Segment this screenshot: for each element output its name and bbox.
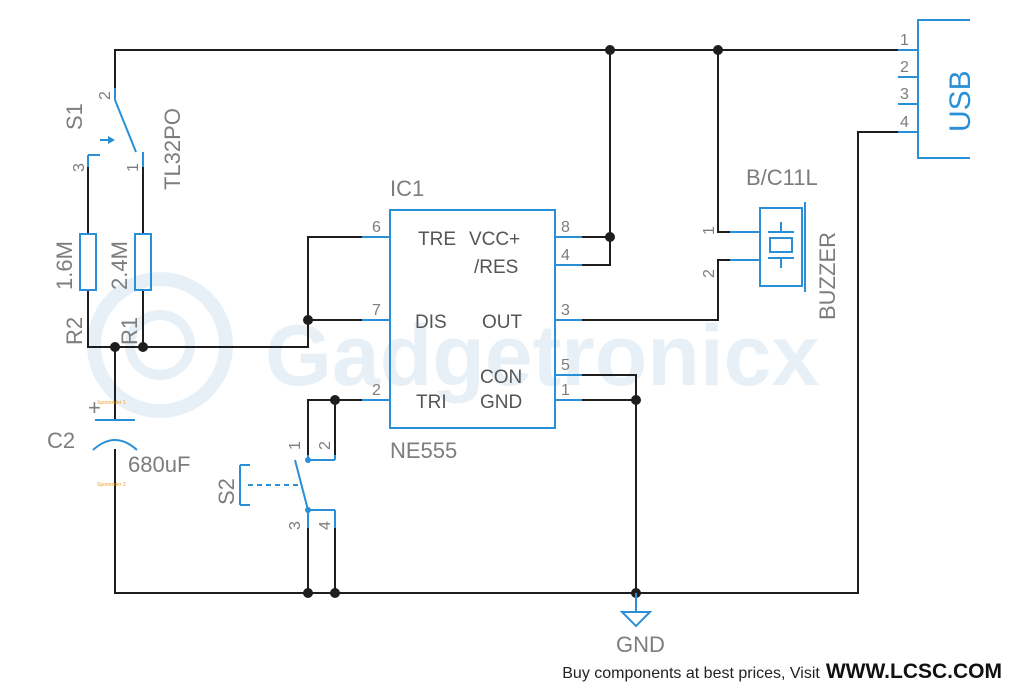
capacitor-c2: + C2 680uF Spooneder 1 Spooneder 2	[47, 395, 190, 488]
buzzer-part: BUZZER	[815, 232, 840, 320]
buzzer-ref: B/C11L	[746, 165, 818, 190]
c2-ref: C2	[47, 428, 75, 453]
s1-pin-3: 3	[71, 163, 88, 172]
junction-dot	[605, 45, 615, 55]
watermark-text: Gadgetronicx	[265, 308, 820, 404]
footer-site-link[interactable]: WWW.LCSC.COM	[825, 660, 1002, 683]
r2-value: 1.6M	[52, 241, 77, 290]
junction-dot	[303, 588, 313, 598]
usb-label: USB	[944, 70, 977, 132]
ic1-pin-number: 5	[561, 357, 570, 374]
ic1-pin-name: CON	[480, 367, 522, 388]
ic1-pin-name: /RES	[474, 257, 518, 278]
footer-advert: Buy components at best prices, Visit WWW.…	[562, 660, 1002, 684]
ic1-pin-name: DIS	[415, 312, 447, 333]
ic1-pin-name: VCC+	[469, 229, 520, 250]
s2-pin-3: 3	[287, 521, 304, 530]
junction-dot	[713, 45, 723, 55]
c2-small-label: Spooneder 2	[97, 482, 126, 488]
junction-dot	[605, 232, 615, 242]
switch-s1: S1 TL32PO 2 1 3	[62, 88, 185, 190]
ic1-pin-number: 4	[561, 247, 570, 264]
ic1-ref: IC1	[390, 176, 424, 201]
usb-pin-3: 3	[900, 86, 909, 103]
ic1-ne555: IC1 NE555 6 TRE 7 DIS 2 TRI 8 VCC+ 4 /RE…	[362, 176, 582, 463]
s2-pin-4: 4	[317, 521, 334, 530]
resistor-r1: 2.4M R1	[107, 233, 152, 345]
resistor-r2: 1.6M R2	[52, 233, 97, 345]
junction-dot	[138, 342, 148, 352]
ic1-pin-number: 1	[561, 382, 570, 399]
ic1-pin-name: TRI	[416, 392, 447, 413]
junction-dot	[110, 342, 120, 352]
s1-ref: S1	[62, 103, 87, 130]
s1-pin-1: 1	[125, 163, 142, 172]
c2-value: 680uF	[128, 452, 190, 477]
r1-value: 2.4M	[107, 241, 132, 290]
s1-pin-2: 2	[97, 91, 114, 100]
c2-plus: +	[88, 395, 101, 420]
r2-ref: R2	[62, 317, 87, 345]
junction-dot	[330, 588, 340, 598]
s2-pin-2: 2	[317, 441, 334, 450]
ic1-pin-name: TRE	[418, 229, 456, 250]
ic1-part: NE555	[390, 438, 457, 463]
footer-text: Buy components at best prices, Visit	[562, 665, 820, 682]
s2-ref: S2	[214, 478, 239, 505]
junction-dot	[631, 395, 641, 405]
ground-symbol: GND	[616, 593, 665, 657]
ic1-pin-number: 2	[372, 382, 381, 399]
r1-ref: R1	[117, 317, 142, 345]
usb-pin-2: 2	[900, 59, 909, 76]
ic1-pin-number: 7	[372, 302, 381, 319]
watermark: Gadgetronicx	[87, 272, 820, 418]
junction-dot	[330, 395, 340, 405]
usb-pin-4: 4	[900, 114, 909, 131]
buzzer: B/C11L BUZZER 1 2	[701, 165, 840, 320]
usb-pin-1: 1	[900, 32, 909, 49]
ic1-pin-number: 6	[372, 219, 381, 236]
ic1-pin-name: OUT	[482, 312, 523, 333]
c2-small-label: Spooneder 1	[97, 400, 126, 406]
gnd-label: GND	[616, 632, 665, 657]
s2-pin-1: 1	[287, 441, 304, 450]
junction-dot	[303, 315, 313, 325]
usb-connector: 1 2 3 4 USB	[898, 19, 977, 159]
switch-s2: S2 1 2 3 4	[214, 441, 336, 530]
buzzer-pin-2: 2	[701, 269, 718, 278]
junctions	[110, 45, 723, 598]
s1-part: TL32PO	[160, 108, 185, 190]
ic1-pin-number: 3	[561, 302, 570, 319]
buzzer-pin-1: 1	[701, 226, 718, 235]
ic1-pin-name: GND	[480, 392, 522, 413]
ic1-pin-number: 8	[561, 219, 570, 236]
wires	[87, 49, 899, 613]
